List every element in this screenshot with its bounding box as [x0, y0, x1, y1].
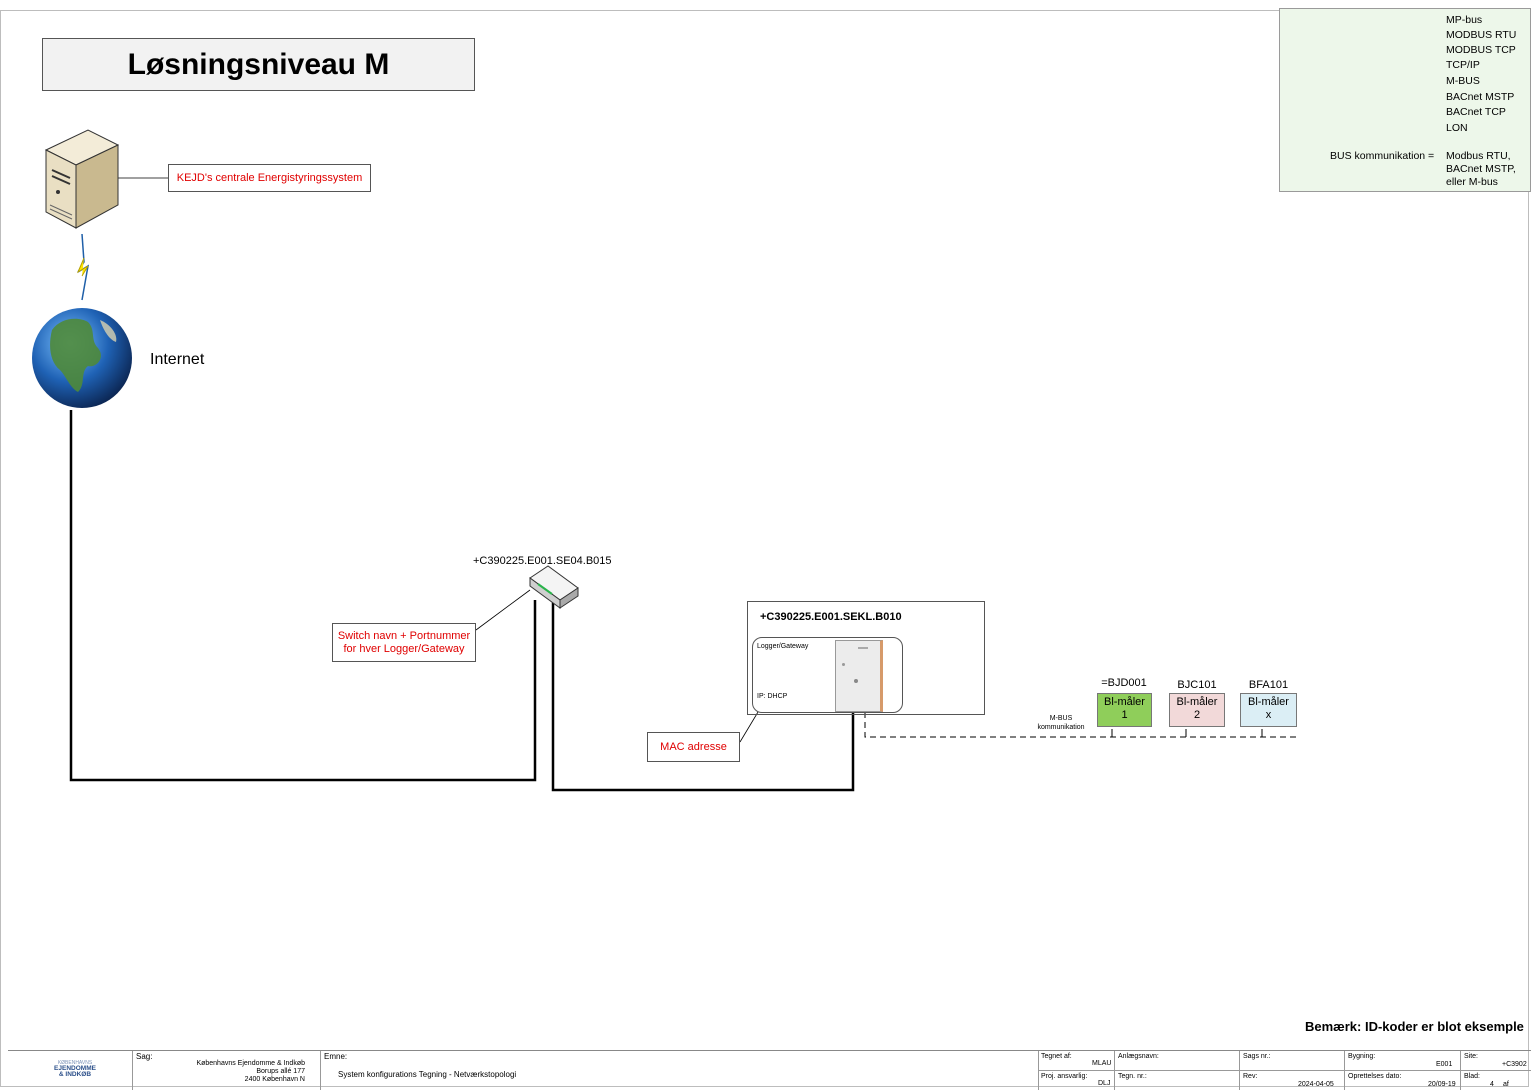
emne-label: Emne: [324, 1052, 348, 1061]
site-label: Site: [1464, 1053, 1479, 1060]
sags-label: Sags nr.: [1243, 1053, 1271, 1060]
mbus-label-line1: M-BUS [1049, 715, 1073, 722]
sag-label: Sag: [136, 1052, 153, 1061]
meter-line2: x [1265, 709, 1272, 721]
sag-value: Københavns Ejendomme & Indkøb Borups all… [168, 1060, 305, 1084]
meter-line1: Bl-måler [1248, 696, 1289, 708]
legend-label: LON [1446, 122, 1468, 134]
meter-box: Bl-måler x [1240, 693, 1297, 727]
server-icon [44, 129, 120, 229]
tegn-label: Tegn. nr.: [1118, 1073, 1147, 1080]
af-label: af [1503, 1081, 1509, 1088]
bus-label: BUS kommunikation = [1330, 150, 1435, 162]
logger-label: Logger/Gateway [757, 643, 809, 650]
lightning-bolt [76, 257, 89, 277]
meter-line2: 1 [1121, 709, 1128, 721]
mbus-line [864, 712, 1298, 738]
site-value: +C3902 [1502, 1061, 1527, 1068]
company-logo: KØBENHAVNS EJENDOMME & INDKØB [36, 1060, 114, 1078]
mac-leader [739, 711, 759, 743]
logger-device-icon [835, 640, 883, 712]
legend-label: TCP/IP [1446, 59, 1480, 71]
logo-line1: KØBENHAVNS [57, 1060, 93, 1066]
sag-line3: 2400 København N [244, 1076, 305, 1083]
meter-box: Bl-måler 2 [1169, 693, 1225, 727]
opret-label: Oprettelses dato: [1348, 1073, 1402, 1080]
rev-label: Rev: [1243, 1073, 1258, 1080]
switch-id: +C390225.E001.SE04.B015 [473, 555, 612, 567]
blad-label: Blad: [1464, 1073, 1480, 1080]
legend-label: BACnet TCP [1446, 106, 1506, 118]
legend-label: MODBUS TCP [1446, 44, 1516, 56]
switch-to-logger-cable [551, 600, 855, 792]
meter-id: BFA101 [1248, 679, 1289, 691]
meter-id: =BJD001 [1101, 677, 1147, 689]
tegnet-label: Tegnet af: [1041, 1053, 1072, 1060]
meter-line1: Bl-måler [1176, 696, 1218, 708]
internet-to-switch-cable [69, 410, 537, 782]
sag-line2: Borups allé 177 [256, 1068, 305, 1075]
meter-line2: 2 [1193, 709, 1201, 721]
bygning-label: Bygning: [1348, 1053, 1376, 1060]
proj-label: Proj. ansvarlig: [1041, 1073, 1088, 1080]
bygning-value: E001 [1436, 1061, 1453, 1068]
drawing-frame [0, 10, 1529, 1087]
switch-note-line2: for hver Logger/Gateway [343, 643, 465, 655]
legend-label: BACnet MSTP [1446, 91, 1515, 103]
id-note: Bemærk: ID-koder er blot eksemple [1305, 1019, 1524, 1034]
globe-icon [32, 308, 132, 408]
meter-id: BJC101 [1177, 679, 1217, 691]
proj-value: DLJ [1098, 1080, 1111, 1087]
switch-icon [529, 565, 579, 609]
meter-box: Bl-måler 1 [1097, 693, 1152, 727]
cabinet-box: +C390225.E001.SEKL.B010 Logger/Gateway I… [747, 601, 985, 715]
bus-value-3: eller M-bus [1446, 176, 1498, 188]
server-label: KEJD's centrale Energistyringssystem [168, 164, 371, 192]
logo-line3: & INDKØB [58, 1071, 92, 1078]
switch-note-line1: Switch navn + Portnummer [337, 630, 471, 642]
opret-value: 20/09-19 [1428, 1081, 1456, 1088]
title-block: KØBENHAVNS EJENDOMME & INDKØB Sag: Køben… [8, 1050, 1531, 1090]
mac-label: MAC adresse [647, 732, 740, 762]
blad-value: 4 [1490, 1081, 1494, 1088]
mbus-label: M-BUS kommunikation [1030, 714, 1092, 732]
bus-value-2: BACnet MSTP, [1446, 163, 1516, 175]
mbus-label-line2: kommunikation [1037, 724, 1085, 731]
bus-value-1: Modbus RTU, [1446, 150, 1511, 162]
emne-value: System konfigurations Tegning - Netværks… [338, 1070, 517, 1079]
cabinet-id: +C390225.E001.SEKL.B010 [760, 611, 902, 623]
tegnet-value: MLAU [1092, 1060, 1112, 1067]
legend-panel: MP-bus MODBUS RTU MODBUS TCP TCP/IP M-BU… [1279, 8, 1531, 192]
legend-label: M-BUS [1446, 75, 1480, 87]
internet-label: Internet [150, 351, 205, 368]
legend-label: MODBUS RTU [1446, 29, 1517, 41]
page-title: Løsningsniveau M [42, 38, 475, 91]
logger-box: Logger/Gateway IP: DHCP [752, 637, 903, 713]
rev-value: 2024-04-05 [1298, 1081, 1334, 1088]
legend-label: MP-bus [1446, 14, 1483, 26]
logo-line2: EJENDOMME [54, 1065, 96, 1072]
switch-note: Switch navn + Portnummer for hver Logger… [332, 623, 476, 662]
switch-leader [475, 589, 531, 631]
anlaeg-label: Anlægsnavn: [1118, 1053, 1159, 1060]
logger-ip: IP: DHCP [757, 693, 788, 700]
meter-line1: Bl-måler [1104, 696, 1145, 708]
sag-line1: Københavns Ejendomme & Indkøb [196, 1060, 305, 1067]
